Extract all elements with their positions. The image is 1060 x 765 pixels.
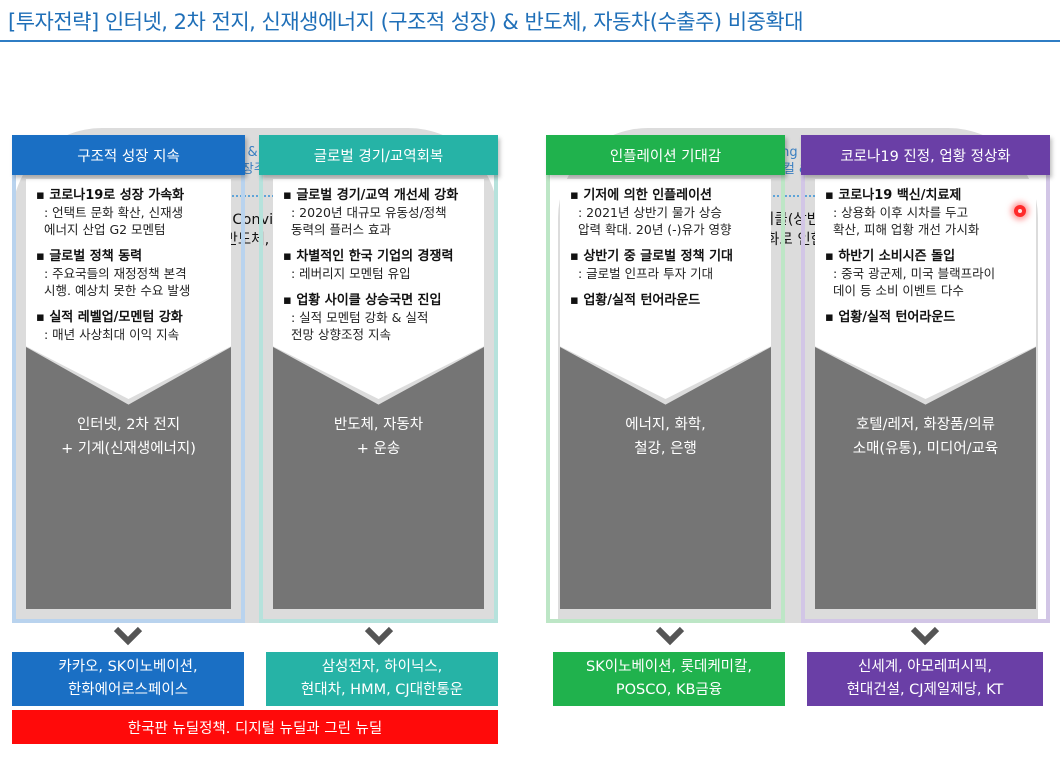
sectors-line2: 철강, 은행 — [634, 441, 697, 457]
chevron-down-icon — [113, 626, 143, 646]
chevron-down-icon — [364, 626, 394, 646]
bullet-desc: : 매년 사상최대 이익 지속 — [44, 327, 180, 342]
column-frame — [546, 163, 785, 623]
column-frame — [801, 163, 1050, 623]
laser-pointer-icon — [1014, 205, 1026, 217]
bullet-item: ▪ 글로벌 정책 동력 : 주요국들의 재정정책 본격 시행. 예상치 못한 수… — [36, 248, 225, 299]
bullet-item: ▪ 업황/실적 턴어라운드 — [825, 309, 1030, 326]
bullet-title: ▪ 코로나19로 성장 가속화 — [36, 188, 185, 203]
column-structural-growth: ▪ 코로나19로 성장 가속화 : 언택트 문화 확산, 신재생 에너지 산업 … — [12, 135, 245, 623]
bullet-title: ▪ 업황/실적 턴어라운드 — [570, 293, 701, 308]
bullet-item: ▪ 실적 레벨업/모멘텀 강화 : 매년 사상최대 이익 지속 — [36, 309, 225, 343]
sectors-line2: 소매(유통), 미디어/교육 — [852, 441, 999, 457]
bullet-item: ▪ 글로벌 경기/교역 개선세 강화 : 2020년 대규모 유동성/정책 동력… — [283, 187, 478, 238]
sectors-line1: 호텔/레저, 화장품/의류 — [855, 417, 996, 433]
bullet-item: ▪ 기저에 의한 인플레이션 : 2021년 상반기 물가 상승 압력 확대. … — [570, 187, 765, 238]
stock-picks-box: 삼성전자, 하이닉스, 현대차, HMM, CJ대한통운 — [266, 652, 498, 706]
bullet-desc: : 상용화 이후 시차를 두고 확산, 피해 업황 개선 가시화 — [833, 205, 980, 237]
bullet-title: ▪ 코로나19 백신/치료제 — [825, 188, 962, 203]
column-sectors: 에너지, 화학, 철강, 은행 — [560, 413, 771, 461]
column-body: ▪ 코로나19 백신/치료제 : 상용화 이후 시차를 두고 확산, 피해 업황… — [815, 179, 1036, 399]
stock-picks-line2: 현대건설, CJ제일제당, KT — [846, 682, 1004, 698]
bullet-desc: : 레버리지 모멘텀 유입 — [291, 266, 411, 281]
bullet-item: ▪ 코로나19로 성장 가속화 : 언택트 문화 확산, 신재생 에너지 산업 … — [36, 187, 225, 238]
column-header: 글로벌 경기/교역회복 — [259, 135, 498, 175]
bullet-item: ▪ 하반기 소비시즌 돌입 : 중국 광군제, 미국 블랙프라이 데이 등 소비… — [825, 248, 1030, 299]
sectors-line2: + 운송 — [356, 441, 401, 457]
bullet-desc: : 중국 광군제, 미국 블랙프라이 데이 등 소비 이벤트 다수 — [833, 266, 996, 298]
bullet-title: ▪ 글로벌 경기/교역 개선세 강화 — [283, 188, 459, 203]
bullet-title: ▪ 업황/실적 턴어라운드 — [825, 310, 956, 325]
column-header: 인플레이션 기대감 — [546, 135, 785, 175]
chevron-down-icon — [910, 626, 940, 646]
column-body: ▪ 글로벌 경기/교역 개선세 강화 : 2020년 대규모 유동성/정책 동력… — [273, 179, 484, 399]
page-title: [투자전략] 인터넷, 2차 전지, 신재생에너지 (구조적 성장) & 반도체… — [8, 10, 804, 34]
bullet-title: ▪ 차별적인 한국 기업의 경쟁력 — [283, 249, 454, 264]
column-inflation: ▪ 기저에 의한 인플레이션 : 2021년 상반기 물가 상승 압력 확대. … — [546, 135, 785, 623]
sectors-line1: 에너지, 화학, — [625, 417, 706, 433]
stock-picks-line1: 신세계, 아모레퍼시픽, — [858, 659, 992, 675]
bullet-item: ▪ 코로나19 백신/치료제 : 상용화 이후 시차를 두고 확산, 피해 업황… — [825, 187, 1030, 238]
column-header: 코로나19 진정, 업황 정상화 — [801, 135, 1050, 175]
sectors-line2: + 기계(신재생에너지) — [61, 441, 196, 457]
bullet-item: ▪ 업황/실적 턴어라운드 — [570, 292, 765, 309]
stock-picks-line1: SK이노베이션, 롯데케미칼, — [586, 659, 752, 675]
stock-picks-box: SK이노베이션, 롯데케미칼, POSCO, KB금융 — [553, 652, 785, 706]
bullet-title: ▪ 상반기 중 글로벌 정책 기대 — [570, 249, 734, 264]
bullet-title: ▪ 글로벌 정책 동력 — [36, 249, 143, 264]
bullet-item: ▪ 상반기 중 글로벌 정책 기대 : 글로벌 인프라 투자 기대 — [570, 248, 765, 282]
column-sectors: 인터넷, 2차 전지 + 기계(신재생에너지) — [26, 413, 231, 461]
bullet-title: ▪ 하반기 소비시즌 돌입 — [825, 249, 956, 264]
bullet-desc: : 2021년 상반기 물가 상승 압력 확대. 20년 (-)유가 영향 — [578, 205, 732, 237]
stock-picks-line1: 삼성전자, 하이닉스, — [321, 659, 443, 675]
column-body: ▪ 기저에 의한 인플레이션 : 2021년 상반기 물가 상승 압력 확대. … — [560, 179, 771, 399]
stock-picks-line2: POSCO, KB금융 — [615, 682, 723, 698]
dotted-divider — [606, 195, 990, 197]
chevron-down-icon — [655, 626, 685, 646]
sectors-line1: 인터넷, 2차 전지 — [76, 417, 181, 433]
bullet-title: ▪ 실적 레벨업/모멘텀 강화 — [36, 310, 183, 325]
bullet-title: ▪ 업황 사이클 상승국면 진입 — [283, 293, 442, 308]
column-header: 구조적 성장 지속 — [12, 135, 245, 175]
column-sectors: 호텔/레저, 화장품/의류 소매(유통), 미디어/교육 — [815, 413, 1036, 461]
stock-picks-line2: 한화에어로스페이스 — [67, 682, 189, 698]
sectors-line1: 반도체, 자동차 — [333, 417, 424, 433]
bullet-title: ▪ 기저에 의한 인플레이션 — [570, 188, 712, 203]
bullet-desc: : 글로벌 인프라 투자 기대 — [578, 266, 714, 281]
column-sectors: 반도체, 자동차 + 운송 — [273, 413, 484, 461]
column-frame — [12, 163, 245, 623]
stock-picks-line2: 현대차, HMM, CJ대한통운 — [300, 682, 464, 698]
bullet-desc: : 실적 모멘텀 강화 & 실적 전망 상향조정 지속 — [291, 310, 429, 342]
column-body: ▪ 코로나19로 성장 가속화 : 언택트 문화 확산, 신재생 에너지 산업 … — [26, 179, 231, 399]
bullet-item: ▪ 업황 사이클 상승국면 진입 : 실적 모멘텀 강화 & 실적 전망 상향조… — [283, 292, 478, 343]
title-underline — [0, 40, 1060, 42]
new-deal-banner: 한국판 뉴딜정책. 디지털 뉴딜과 그린 뉴딜 — [12, 710, 498, 744]
column-covid-normalization: ▪ 코로나19 백신/치료제 : 상용화 이후 시차를 두고 확산, 피해 업황… — [801, 135, 1050, 623]
dotted-divider — [60, 195, 450, 197]
stock-picks-line1: 카카오, SK이노베이션, — [58, 659, 198, 675]
column-global-recovery: ▪ 글로벌 경기/교역 개선세 강화 : 2020년 대규모 유동성/정책 동력… — [259, 135, 498, 623]
stock-picks-box: 신세계, 아모레퍼시픽, 현대건설, CJ제일제당, KT — [807, 652, 1043, 706]
bullet-desc: : 2020년 대규모 유동성/정책 동력의 플러스 효과 — [291, 205, 447, 237]
bullet-desc: : 언택트 문화 확산, 신재생 에너지 산업 G2 모멘텀 — [44, 205, 184, 237]
bullet-item: ▪ 차별적인 한국 기업의 경쟁력 : 레버리지 모멘텀 유입 — [283, 248, 478, 282]
column-frame — [259, 163, 498, 623]
bullet-desc: : 주요국들의 재정정책 본격 시행. 예상치 못한 수요 발생 — [44, 266, 191, 298]
stock-picks-box: 카카오, SK이노베이션, 한화에어로스페이스 — [12, 652, 244, 706]
